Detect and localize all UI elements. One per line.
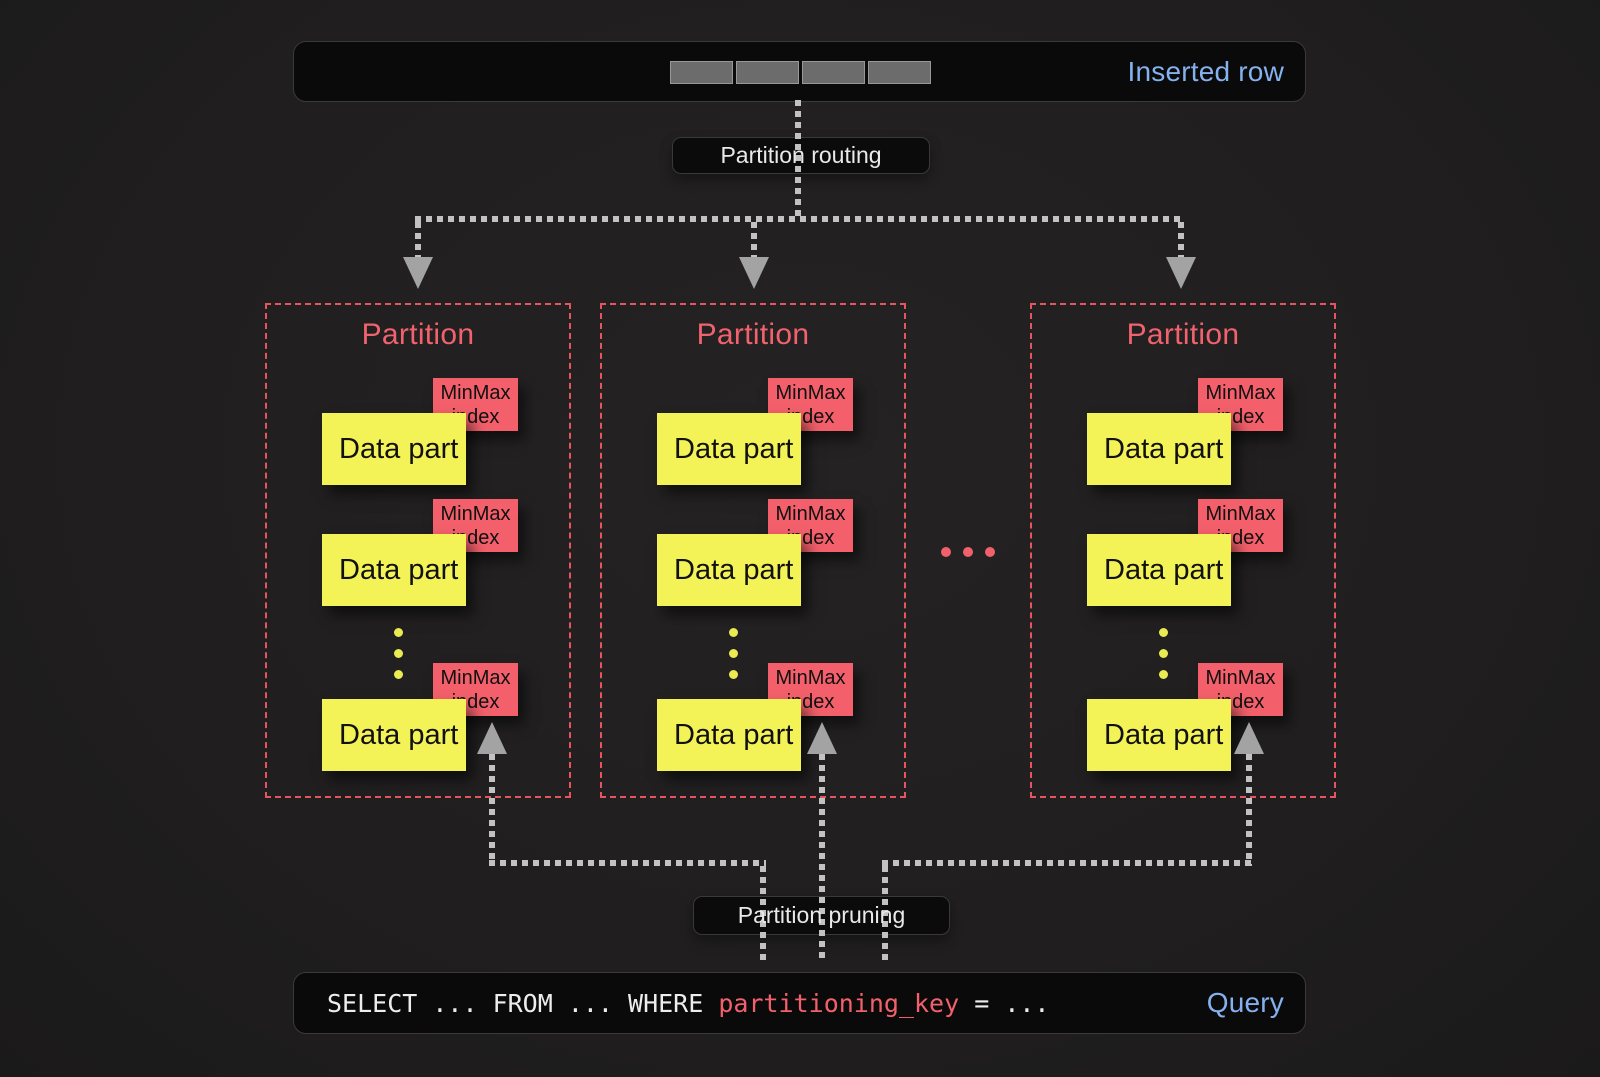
data-part-box: Data part xyxy=(1087,534,1231,606)
pruning-connector-line xyxy=(882,866,888,960)
data-part-box: Data part xyxy=(322,413,466,485)
pruning-connector-line xyxy=(882,860,1252,866)
routing-connector-line xyxy=(751,222,757,258)
minmax-index-box: MinMax index xyxy=(1198,378,1283,431)
inserted-row-label: Inserted row xyxy=(1127,55,1284,87)
routing-connector-line xyxy=(795,100,801,220)
pruning-connector-line xyxy=(760,866,766,960)
pruning-connector-line xyxy=(1246,754,1252,866)
data-part-box: Data part xyxy=(657,534,801,606)
query-bar: SELECT ... FROM ... WHERE partitioning_k… xyxy=(293,972,1306,1034)
arrow-up-icon xyxy=(477,722,507,754)
vertical-ellipsis-icon xyxy=(1159,628,1168,691)
arrow-up-icon xyxy=(807,722,837,754)
data-part-box: Data part xyxy=(1087,699,1231,771)
routing-connector-line xyxy=(415,216,1183,222)
partitioning-key-token: partitioning_key xyxy=(718,988,960,1018)
partition-pruning-label: Partition pruning xyxy=(693,896,950,935)
vertical-ellipsis-icon xyxy=(729,628,738,691)
partition-title: Partition xyxy=(361,318,475,351)
partition-box: Partition MinMax index Data part MinMax … xyxy=(1030,303,1336,798)
vertical-ellipsis-icon xyxy=(394,628,403,691)
row-cell xyxy=(736,61,799,84)
minmax-index-box: MinMax index xyxy=(433,663,518,716)
minmax-index-box: MinMax index xyxy=(1198,663,1283,716)
more-partitions-ellipsis-icon xyxy=(941,547,995,557)
inserted-row-cells xyxy=(670,61,931,84)
partition-routing-label: Partition routing xyxy=(672,137,930,174)
partition-box: Partition MinMax index Data part MinMax … xyxy=(600,303,906,798)
data-part-box: Data part xyxy=(657,413,801,485)
inserted-row-bar: Inserted row xyxy=(293,41,1306,102)
routing-connector-line xyxy=(1178,222,1184,258)
pruning-connector-line xyxy=(489,860,766,866)
data-part-box: Data part xyxy=(322,534,466,606)
pruning-connector-line xyxy=(819,754,825,960)
row-cell xyxy=(802,61,865,84)
row-cell xyxy=(670,61,733,84)
partition-title: Partition xyxy=(1126,318,1240,351)
arrow-up-icon xyxy=(1234,722,1264,754)
arrow-down-icon xyxy=(1166,257,1196,289)
partition-title: Partition xyxy=(696,318,810,351)
query-label: Query xyxy=(1206,987,1284,1018)
pruning-connector-line xyxy=(489,754,495,866)
sql-query-text: SELECT ... FROM ... WHERE partitioning_k… xyxy=(327,988,1050,1018)
data-part-box: Data part xyxy=(657,699,801,771)
arrow-down-icon xyxy=(739,257,769,289)
data-part-box: Data part xyxy=(322,699,466,771)
data-part-box: Data part xyxy=(1087,413,1231,485)
partition-box: Partition MinMax index Data part MinMax … xyxy=(265,303,571,798)
row-cell xyxy=(868,61,931,84)
routing-connector-line xyxy=(415,222,421,258)
arrow-down-icon xyxy=(403,257,433,289)
